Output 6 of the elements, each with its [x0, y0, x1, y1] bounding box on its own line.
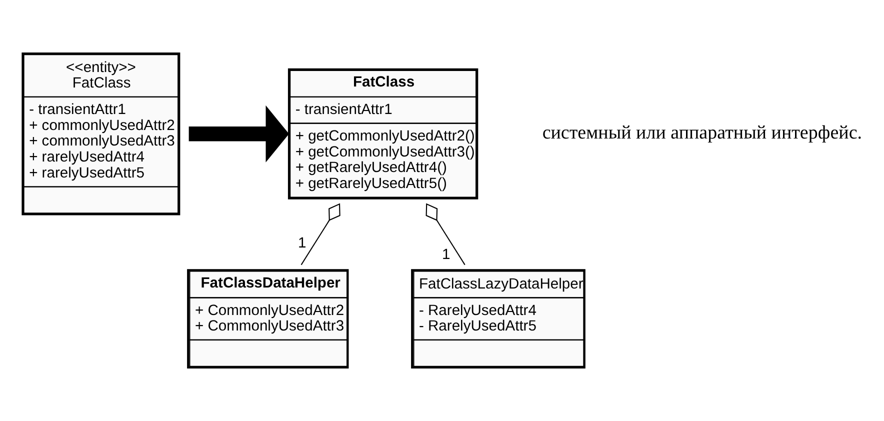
edge-label: 1	[297, 236, 306, 252]
arrow	[188, 105, 289, 162]
connector	[425, 203, 465, 266]
label: системный или аппаратный интерфейс.	[542, 122, 862, 144]
edge-label: 1	[442, 246, 450, 263]
connector	[300, 203, 340, 266]
